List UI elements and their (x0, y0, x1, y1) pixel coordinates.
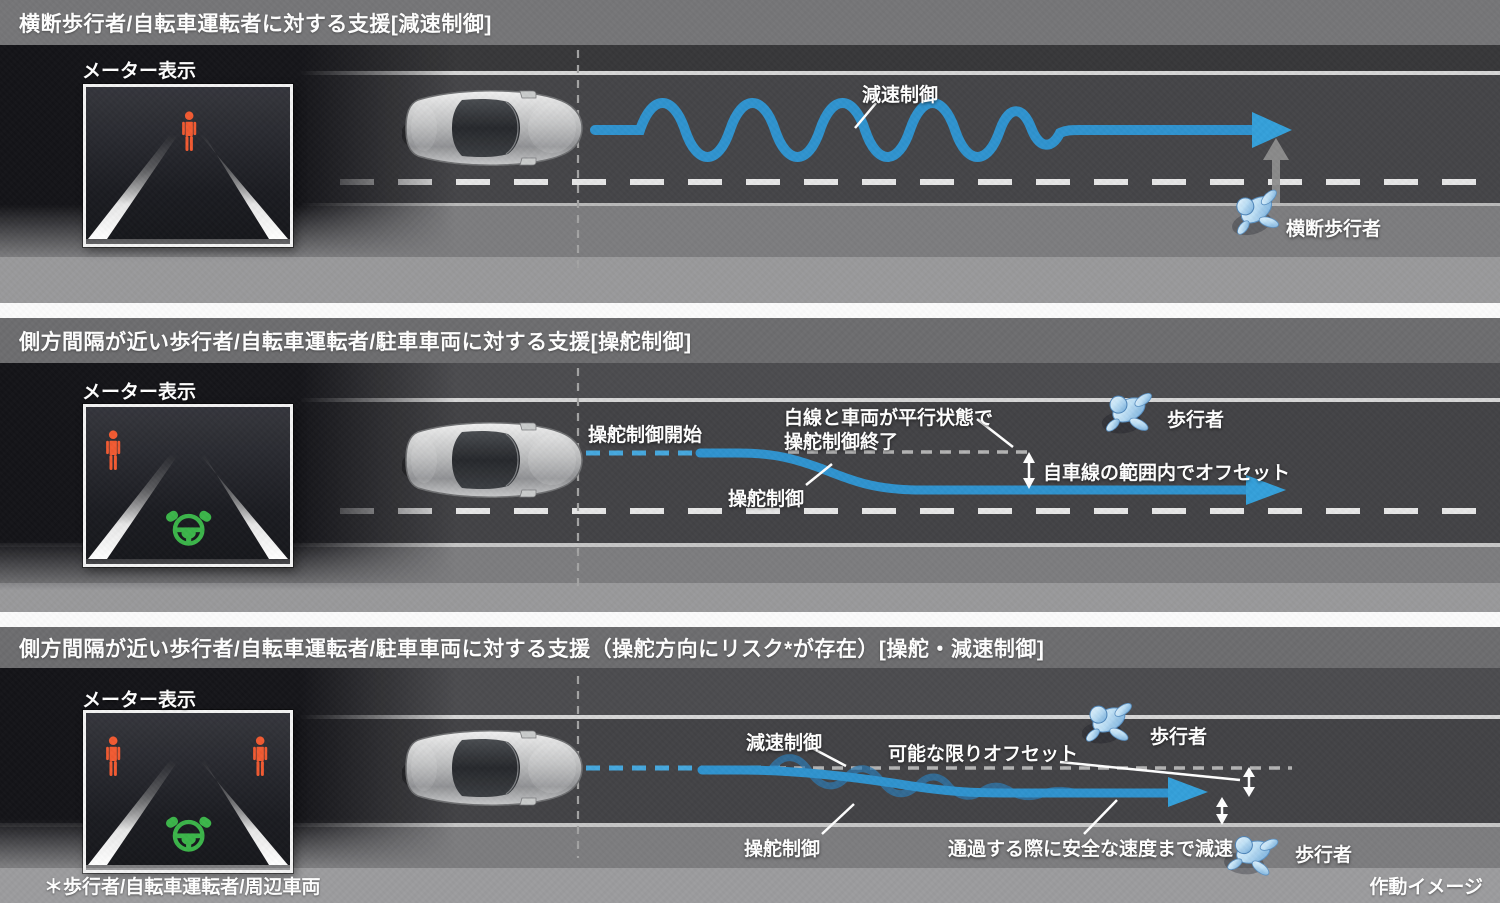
p2-meter-label: メーター表示 (82, 382, 197, 403)
p3-far-shoulder (0, 668, 1500, 715)
p2-parallel-end-label-line2: 操舵制御終了 (784, 432, 899, 453)
p2-road-edge-line-bottom (0, 543, 1500, 547)
panel2-title-bar: 側方間隔が近い歩行者/自転車運転者/駐車車両に対する支援[操舵制御] (0, 318, 1500, 363)
panel3-title: 側方間隔が近い歩行者/自転車運転者/駐車車両に対する支援（操舵方向にリスク*が存… (19, 637, 1045, 661)
p1-meter-display (83, 84, 293, 247)
p3-offset-label: 可能な限りオフセット (888, 744, 1079, 765)
p1-meter-screen (86, 87, 290, 239)
panel3-title-bar: 側方間隔が近い歩行者/自転車運転者/駐車車両に対する支援（操舵方向にリスク*が存… (0, 627, 1500, 668)
p3-decel-label: 減速制御 (746, 733, 823, 754)
p2-steer-label: 操舵制御 (728, 489, 805, 510)
p2-pedestrian-label: 歩行者 (1167, 410, 1225, 431)
panel-separator (0, 303, 1500, 318)
p3-road-edge-line-top (0, 715, 1500, 719)
panel2-title: 側方間隔が近い歩行者/自転車運転者/駐車車両に対する支援[操舵制御] (19, 330, 692, 354)
caption-operating-image: 作動イメージ (1369, 877, 1483, 898)
p1-crossing-pedestrian-label: 横断歩行者 (1286, 219, 1382, 240)
p1-far-shoulder (0, 45, 1500, 71)
p3-meter-display (83, 710, 293, 873)
p2-meter-screen (86, 407, 290, 559)
p3-pedestrian-bottom-label: 歩行者 (1295, 845, 1353, 866)
p1-meter-label: メーター表示 (82, 61, 197, 82)
panel1-title: 横断歩行者/自転車運転者に対する支援[減速制御] (19, 12, 492, 36)
p2-meter-display (83, 404, 293, 567)
p3-steer-label: 操舵制御 (744, 839, 821, 860)
p2-steer-start-label: 操舵制御開始 (588, 425, 703, 446)
p1-road-edge-line-top (0, 71, 1500, 75)
p2-offset-label: 自車線の範囲内でオフセット (1043, 463, 1291, 484)
p1-decel-label: 減速制御 (862, 85, 939, 106)
p3-pass-decel-label: 通過する際に安全な速度まで減速 (948, 839, 1234, 860)
footnote: ＊歩行者/自転車運転者/周辺車両 (44, 877, 321, 898)
p2-center-dashed-line (340, 508, 1500, 514)
p2-road-edge-line-top (0, 398, 1500, 402)
p2-parallel-end-label-line1: 白線と車両が平行状態で (784, 408, 994, 429)
p1-center-dashed-line (340, 179, 1500, 185)
p1-road-edge-line-bottom (0, 203, 1500, 206)
p3-meter-screen (86, 713, 290, 865)
p1-sidewalk (0, 257, 1500, 303)
p3-road-edge-line-bottom (0, 823, 1500, 827)
panel-separator (0, 612, 1500, 627)
p3-pedestrian-top-label: 歩行者 (1150, 727, 1208, 748)
p2-far-shoulder (0, 363, 1500, 398)
panel1-title-bar: 横断歩行者/自転車運転者に対する支援[減速制御] (0, 0, 1500, 45)
p3-meter-label: メーター表示 (82, 690, 197, 711)
p2-sidewalk (0, 583, 1500, 612)
